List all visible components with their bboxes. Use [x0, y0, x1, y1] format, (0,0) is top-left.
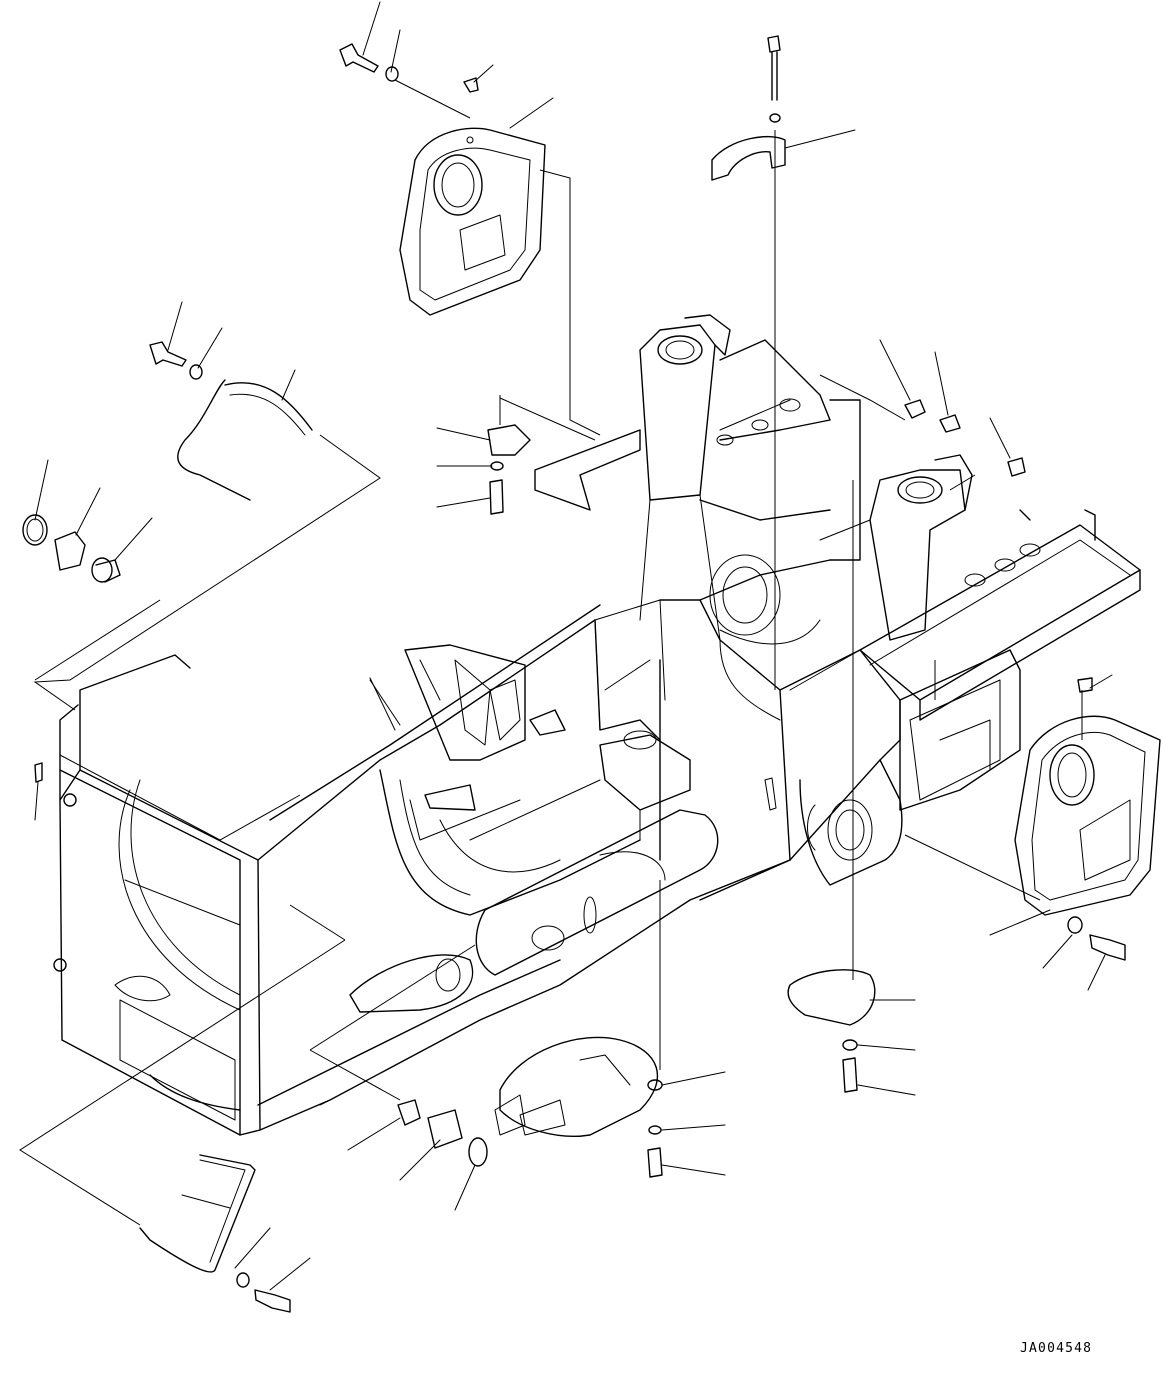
right-cover-plate: [787, 916, 1126, 1093]
bottom-bushings: [397, 1099, 488, 1167]
alignment-lines: [19, 79, 1083, 1226]
long-bolt: [767, 35, 781, 123]
main-frame: [59, 599, 903, 1136]
pin-bolt: [34, 762, 77, 972]
drawing-code: JA004548: [1020, 1341, 1093, 1356]
rear-upper-frame: [534, 314, 1141, 811]
plate-icon: [487, 424, 531, 515]
grease-fittings-right: [904, 399, 1093, 693]
leader-lines: [34, 1, 1113, 1291]
bottom-handrail: [139, 1154, 291, 1313]
handrail-icon: [149, 341, 313, 501]
rear-cover-right: [1014, 715, 1161, 916]
cover-plate-icon: [494, 1036, 663, 1178]
rear-cover-left: [399, 127, 546, 316]
bolt-icon: [339, 43, 379, 73]
grease-fitting-icon: [463, 77, 479, 93]
saddle-clamp: [711, 135, 786, 181]
bushing-icon: [22, 514, 121, 583]
